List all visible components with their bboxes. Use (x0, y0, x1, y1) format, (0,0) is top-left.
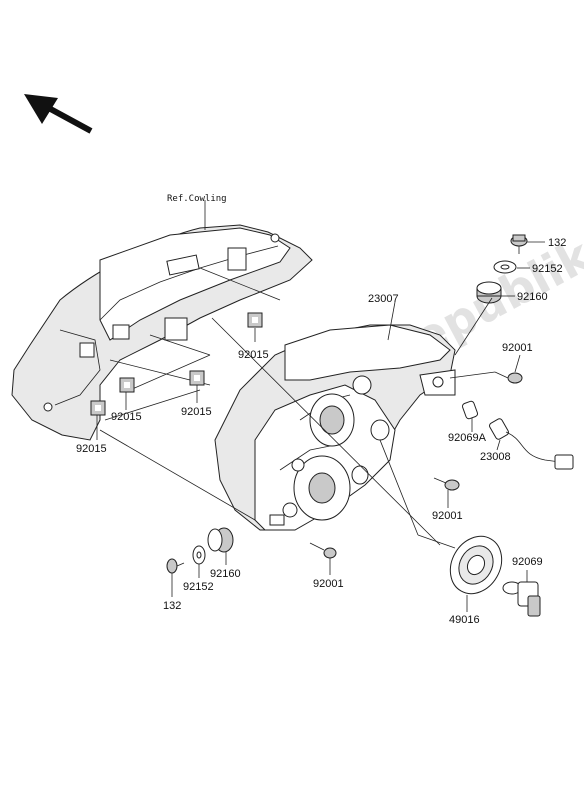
headlight-assembly-part (214, 324, 456, 531)
part-label-23008: 23008 (480, 451, 511, 463)
bulb-92069 (502, 581, 541, 617)
part-label-92015-d: 92015 (76, 443, 107, 455)
bulb-92069a (461, 400, 479, 420)
part-label-92069a: 92069A (448, 432, 487, 444)
bolt-132-top (510, 234, 528, 254)
ref-cowling-label: Ref.Cowling (167, 194, 227, 204)
part-label-23007: 23007 (368, 293, 399, 305)
part-label-92160-top: 92160 (517, 291, 548, 303)
bolt-92001-mid (433, 477, 460, 491)
part-label-92160-bottom: 92160 (210, 568, 241, 580)
bolt-132-bottom (166, 558, 185, 574)
part-label-132-top: 132 (548, 237, 566, 249)
part-label-92069: 92069 (512, 556, 543, 568)
part-label-49016: 49016 (449, 614, 480, 626)
leader-lines (96, 200, 545, 612)
washer-92152-top (493, 260, 517, 274)
grommet-92160-top (476, 281, 502, 304)
clip-92015-c (189, 370, 205, 386)
clip-92015-b (119, 377, 135, 393)
part-label-92015-b: 92015 (111, 411, 142, 423)
dust-cover-49016 (449, 535, 503, 595)
bolt-92001-top (494, 371, 523, 384)
part-label-92015-a: 92015 (238, 349, 269, 361)
bulb-socket-23008 (489, 418, 574, 470)
washer-92152-bottom (192, 545, 206, 565)
part-label-92001-mid: 92001 (432, 510, 463, 522)
clip-92015-a (247, 312, 263, 328)
part-label-132-bottom: 132 (163, 600, 181, 612)
part-label-92152-top: 92152 (532, 263, 563, 275)
grommet-92160-bottom (207, 527, 234, 553)
cowling-part (11, 224, 313, 441)
clip-92015-d (90, 400, 106, 416)
part-label-92001-bottom: 92001 (313, 578, 344, 590)
bolt-92001-bottom (309, 542, 337, 559)
part-label-92152-bottom: 92152 (183, 581, 214, 593)
part-label-92015-c: 92015 (181, 406, 212, 418)
part-label-92001-top: 92001 (502, 342, 533, 354)
direction-arrow-icon (24, 94, 93, 134)
